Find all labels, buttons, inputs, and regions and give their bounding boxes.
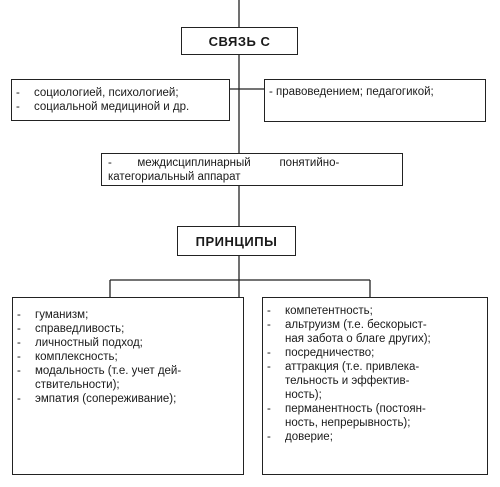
list-item-continuation: ствительности); [35, 379, 120, 391]
list-item: эмпатия (сопереживание); [13, 392, 235, 406]
apparatus-box: - междисциплинарный понятийно- категориа… [101, 153, 403, 186]
right-principles-list: компетентность; альтруизм (т.е. бескорыс… [263, 304, 479, 444]
left-principles-list: гуманизм; справедливость; личностный под… [13, 308, 235, 406]
list-item: гуманизм; [13, 308, 235, 322]
list-item-continuation: тельность и эффектив- [285, 375, 410, 387]
list-item: справедливость; [13, 322, 235, 336]
list-item-continuation: ность); [285, 389, 322, 401]
list-item: комплексность; [13, 350, 235, 364]
link-title-box: СВЯЗЬ С [181, 27, 298, 55]
list-item: социальной медициной и др. [12, 100, 229, 114]
principles-title-box: ПРИНЦИПЫ [177, 226, 296, 256]
principles-title: ПРИНЦИПЫ [195, 233, 278, 249]
left-principles-box: гуманизм; справедливость; личностный под… [12, 297, 244, 475]
list-item: аттракция (т.е. привлека- [263, 360, 479, 374]
list-item-continuation: ная забота о благе других); [285, 333, 431, 345]
apparatus-line-2: категориальный аппарат [108, 171, 241, 183]
right-link-text: - правоведением; педагогикой; [269, 86, 434, 98]
list-item: перманентность (постоян- [263, 402, 479, 416]
list-item: доверие; [263, 430, 479, 444]
list-item: социологией, психологией; [12, 86, 229, 100]
apparatus-line-1: - междисциплинарный понятийно- [108, 157, 340, 169]
right-principles-box: компетентность; альтруизм (т.е. бескорыс… [262, 297, 488, 475]
list-item: личностный подход; [13, 336, 235, 350]
right-link-box: - правоведением; педагогикой; [264, 79, 486, 122]
list-item: альтруизм (т.е. бескорыст- [263, 318, 479, 332]
list-item: модальность (т.е. учет дей- [13, 364, 235, 378]
link-title: СВЯЗЬ С [208, 33, 271, 49]
list-item: компетентность; [263, 304, 479, 318]
list-item-continuation: ность, непрерывность); [285, 417, 411, 429]
left-links-box: социологией, психологией; социальной мед… [11, 79, 230, 121]
left-links-list: социологией, психологией; социальной мед… [12, 86, 229, 114]
list-item: посредничество; [263, 346, 479, 360]
